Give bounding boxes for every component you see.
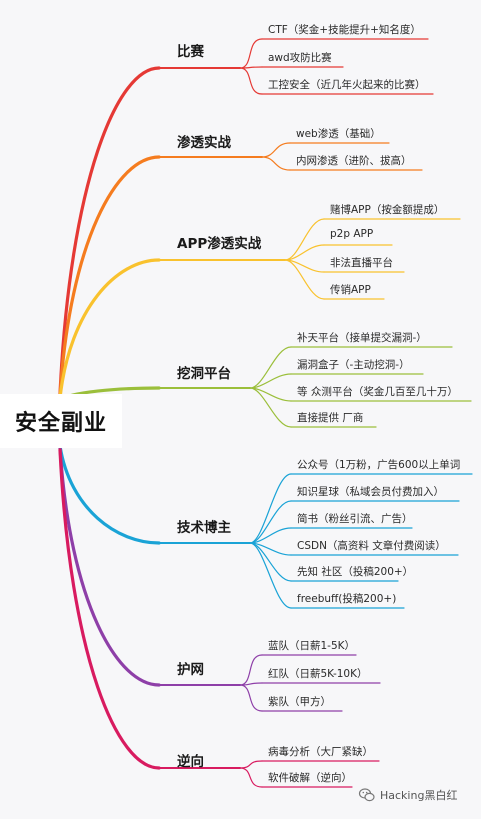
connector-root-to-branch — [58, 258, 161, 400]
leaf-intranet-pentest[interactable]: 内网渗透（进阶、拔高） — [296, 155, 412, 167]
wechat-icon — [358, 788, 375, 802]
leaf-red-team[interactable]: 红队（日薪5K-10K） — [268, 668, 368, 680]
connector-branch-to-leaf — [239, 760, 263, 769]
connector-branch-to-leaf — [249, 346, 292, 389]
leaf-vulbox[interactable]: 漏洞盒子（-主动挖洞-） — [297, 359, 410, 371]
leaf-virus-analysis[interactable]: 病毒分析（大厂紧缺） — [268, 746, 373, 758]
connector-branch-to-leaf — [239, 767, 263, 788]
connector-branch-to-leaf — [284, 244, 325, 261]
connector-root-to-branch — [58, 155, 161, 398]
branch-competitions[interactable]: 比赛 — [177, 44, 204, 60]
leaf-software-cracking[interactable]: 软件破解（逆向） — [268, 772, 352, 784]
root-node[interactable]: 安全副业 — [0, 394, 122, 448]
leaf-ics-security[interactable]: 工控安全（近几年火起来的比赛） — [268, 79, 426, 91]
branch-reverse-engineering[interactable]: 逆向 — [177, 754, 204, 770]
leaf-gambling-app[interactable]: 赌博APP（按金额提成） — [330, 204, 445, 216]
leaf-illegal-live[interactable]: 非法直播平台 — [330, 257, 393, 269]
branch-hw-protection[interactable]: 护网 — [177, 662, 204, 678]
connector-branch-to-leaf — [239, 654, 263, 686]
leaf-awd[interactable]: awd攻防比赛 — [268, 52, 332, 64]
watermark: Hacking黑白红 — [358, 786, 457, 804]
leaf-xianzhi[interactable]: 先知 社区（投稿200+） — [297, 566, 414, 578]
branch-bug-bounty-platforms[interactable]: 挖洞平台 — [177, 366, 231, 382]
leaf-purple-team[interactable]: 紫队（甲方） — [268, 696, 331, 708]
connector-branch-to-leaf — [261, 156, 291, 171]
connector-root-to-branch — [58, 448, 161, 770]
leaf-butian[interactable]: 补天平台（接单提交漏洞-） — [297, 332, 427, 344]
leaf-knowledge-planet[interactable]: 知识星球（私域会员付费加入） — [297, 486, 444, 498]
leaf-pyramid-app[interactable]: 传销APP — [330, 284, 371, 296]
connector-branch-to-leaf — [239, 684, 263, 712]
leaf-crowdtest[interactable]: 等 众测平台（奖金几百至几十万） — [297, 386, 458, 398]
connector-branch-to-leaf — [239, 38, 263, 69]
leaf-ctf[interactable]: CTF（奖金+技能提升+知名度） — [268, 24, 421, 36]
connector-root-to-branch — [58, 66, 161, 396]
watermark-text: Hacking黑白红 — [380, 789, 458, 802]
connector-branch-to-leaf — [249, 473, 292, 544]
leaf-freebuf[interactable]: freebuff(投稿200+) — [297, 593, 397, 605]
connector-branch-to-leaf — [249, 527, 292, 544]
connector-branch-to-leaf — [284, 259, 325, 300]
connector-root-to-branch — [58, 444, 161, 545]
leaf-jianshu[interactable]: 简书（粉丝引流、广告） — [297, 513, 413, 525]
branch-tech-blogger[interactable]: 技术博主 — [177, 520, 231, 536]
leaf-csdn[interactable]: CSDN（高资料 文章付费阅读） — [297, 540, 446, 552]
branch-pentest-practice[interactable]: 渗透实战 — [177, 135, 231, 151]
leaf-blue-team[interactable]: 蓝队（日薪1-5K） — [268, 640, 356, 652]
connector-root-to-branch — [58, 446, 161, 687]
leaf-wechat-account[interactable]: 公众号（1万粉，广告600以上单词 — [297, 459, 461, 471]
connector-branch-to-leaf — [261, 142, 291, 158]
leaf-direct-vendor[interactable]: 直接提供 厂商 — [297, 412, 364, 424]
connector-branch-to-leaf — [284, 218, 325, 261]
branch-app-pentest[interactable]: APP渗透实战 — [177, 236, 262, 252]
connector-branch-to-leaf — [249, 373, 292, 389]
root-label: 安全副业 — [14, 411, 107, 436]
connector-branch-to-leaf — [249, 500, 292, 544]
leaf-web-pentest[interactable]: web渗透（基础） — [296, 128, 381, 140]
connector-branch-to-leaf — [249, 387, 292, 428]
connector-branch-to-leaf — [249, 542, 292, 609]
leaf-p2p-app[interactable]: p2p APP — [330, 228, 374, 240]
connector-branch-to-leaf — [239, 67, 263, 95]
